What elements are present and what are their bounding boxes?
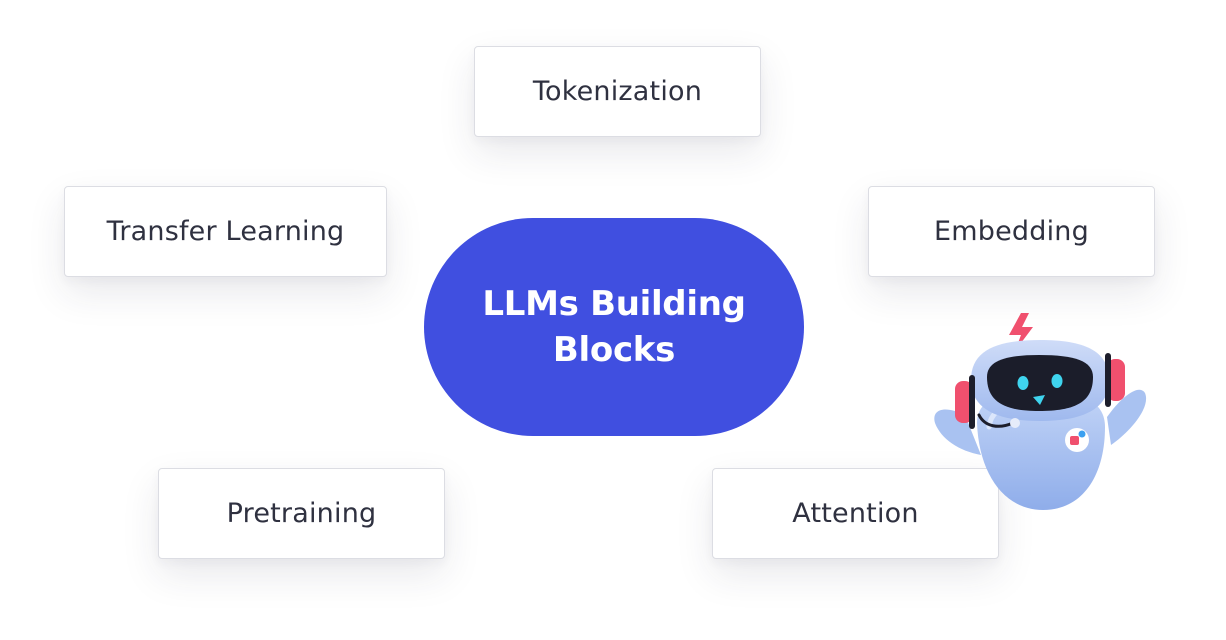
center-hub: LLMs Building Blocks: [424, 218, 804, 436]
center-hub-label: LLMs Building Blocks: [482, 284, 746, 370]
node-tokenization: Tokenization: [474, 46, 761, 137]
node-label: Attention: [792, 498, 919, 529]
node-transfer-learning: Transfer Learning: [64, 186, 387, 277]
node-attention: Attention: [712, 468, 999, 559]
node-label: Pretraining: [226, 498, 377, 529]
node-embedding: Embedding: [868, 186, 1155, 277]
node-label: Embedding: [934, 216, 1089, 247]
robot-mascot-icon: [925, 305, 1155, 520]
node-label: Tokenization: [532, 76, 703, 107]
node-pretraining: Pretraining: [158, 468, 445, 559]
node-label: Transfer Learning: [106, 216, 345, 247]
